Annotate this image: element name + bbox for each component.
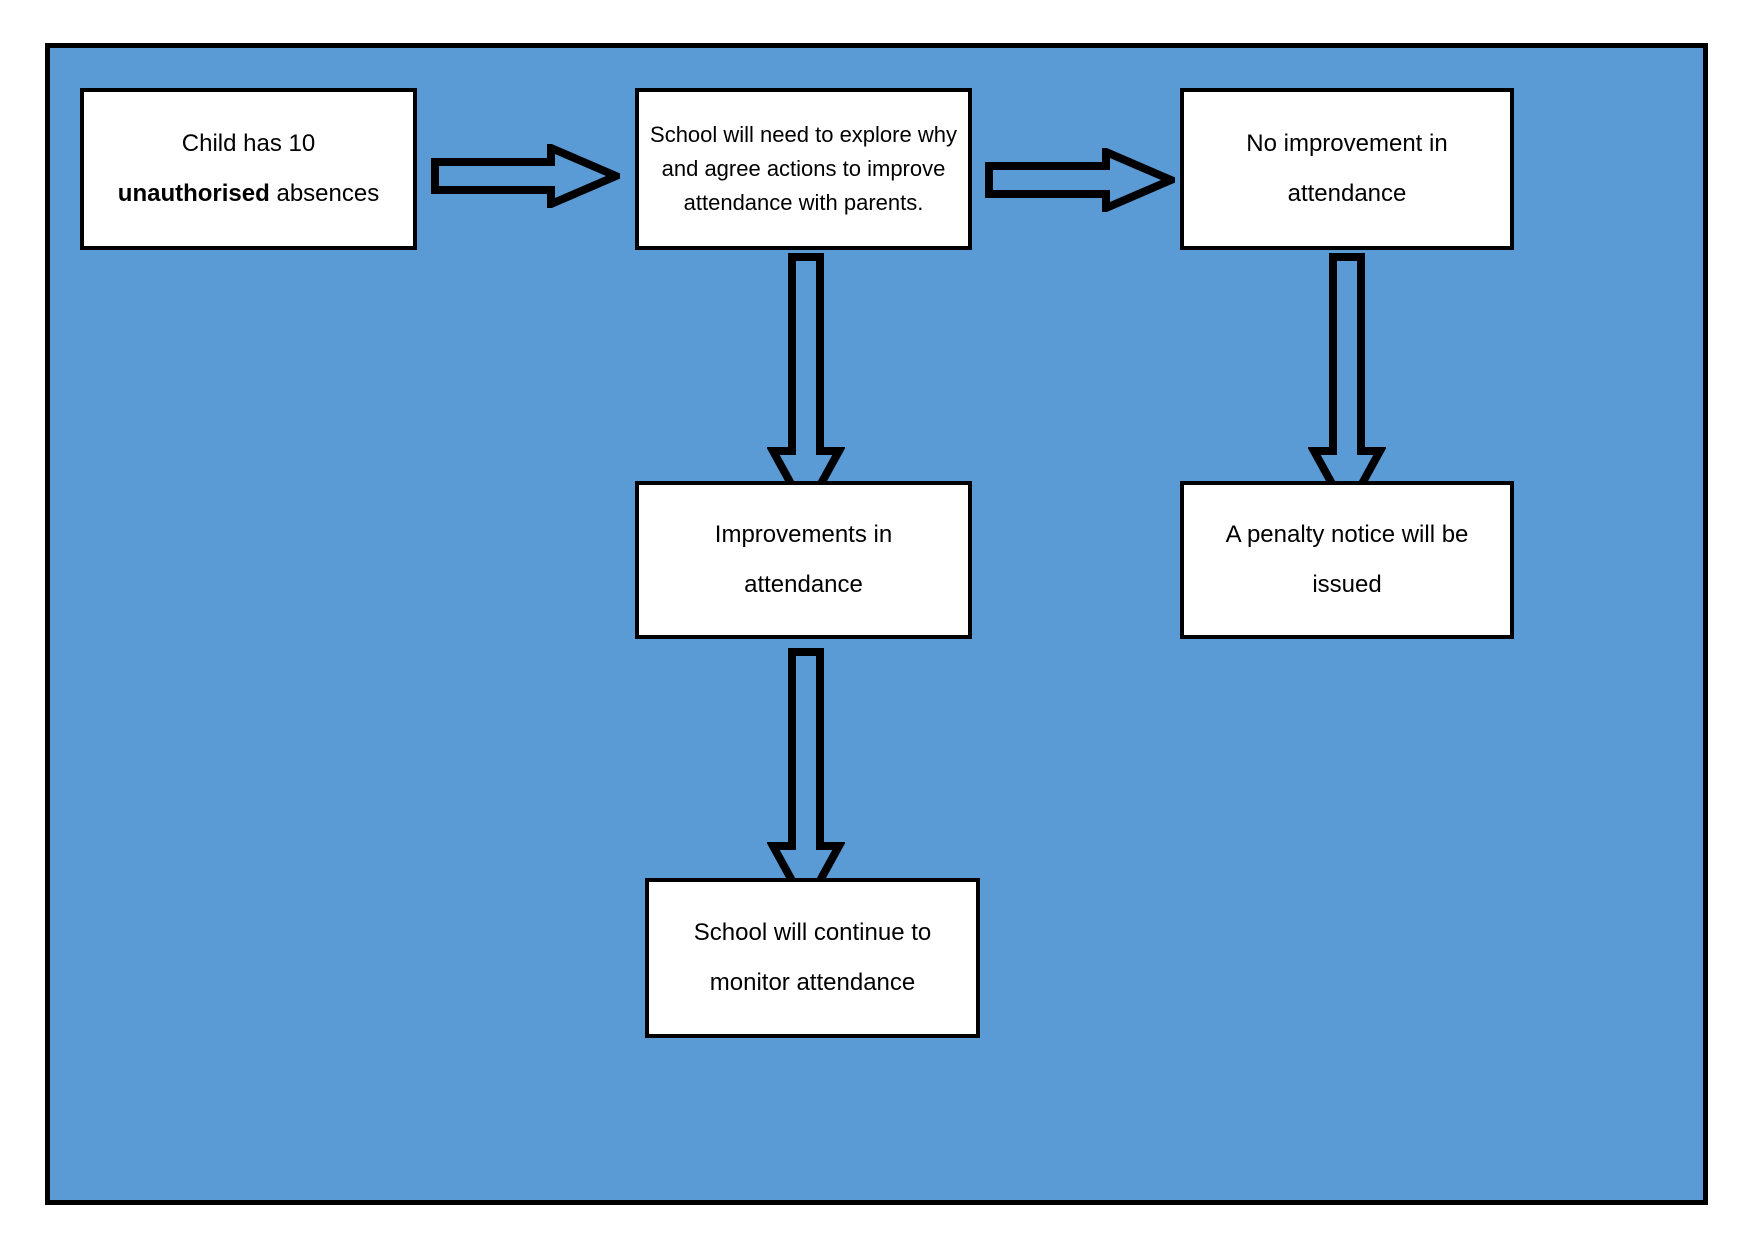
monitor-attendance-box[interactable]: School will continue to monitor attendan… bbox=[645, 878, 980, 1038]
arrow-right-icon bbox=[985, 148, 1175, 212]
monitor-attendance-line-1: School will continue to bbox=[693, 919, 932, 946]
improvements-line-2: attendance bbox=[744, 571, 863, 598]
child-absences-line-2-rest: absences bbox=[269, 180, 380, 207]
arrow-down-improvements-to-monitor bbox=[767, 648, 845, 910]
arrow-down-icon bbox=[1308, 253, 1386, 515]
arrow-right-icon bbox=[431, 144, 620, 208]
no-improvement-line-2: attendance bbox=[1287, 180, 1407, 207]
school-explore-line-3: attendance with parents. bbox=[683, 190, 924, 215]
child-absences-line-1: Child has 10 bbox=[181, 130, 316, 157]
penalty-notice-line-2: issued bbox=[1312, 571, 1382, 598]
arrow-down-school-to-improvements bbox=[767, 253, 845, 515]
arrow-down-no-improvement-to-penalty bbox=[1308, 253, 1386, 515]
child-absences-bold-word: unauthorised bbox=[117, 180, 270, 207]
school-explore-line-1: School will need to explore why bbox=[650, 122, 957, 147]
arrow-right-school-to-no-improvement bbox=[985, 148, 1175, 212]
improvements-line-1: Improvements in bbox=[714, 521, 893, 548]
no-improvement-box[interactable]: No improvement in attendance bbox=[1180, 88, 1514, 250]
arrow-right-child-to-school bbox=[431, 144, 620, 208]
monitor-attendance-line-2: monitor attendance bbox=[709, 969, 916, 996]
no-improvement-line-1: No improvement in bbox=[1246, 130, 1448, 157]
penalty-notice-box[interactable]: A penalty notice will be issued bbox=[1180, 481, 1514, 639]
flowchart-panel: Child has 10 unauthorised absences Schoo… bbox=[45, 43, 1708, 1205]
school-explore-line-2: and agree actions to improve bbox=[661, 156, 946, 181]
arrow-down-icon bbox=[767, 253, 845, 515]
school-explore-box[interactable]: School will need to explore why and agre… bbox=[635, 88, 972, 250]
child-absences-line-2: unauthorised absences bbox=[84, 182, 413, 206]
improvements-box[interactable]: Improvements in attendance bbox=[635, 481, 972, 639]
penalty-notice-line-1: A penalty notice will be bbox=[1225, 521, 1469, 548]
arrow-down-icon bbox=[767, 648, 845, 910]
child-absences-box[interactable]: Child has 10 unauthorised absences bbox=[80, 88, 417, 250]
